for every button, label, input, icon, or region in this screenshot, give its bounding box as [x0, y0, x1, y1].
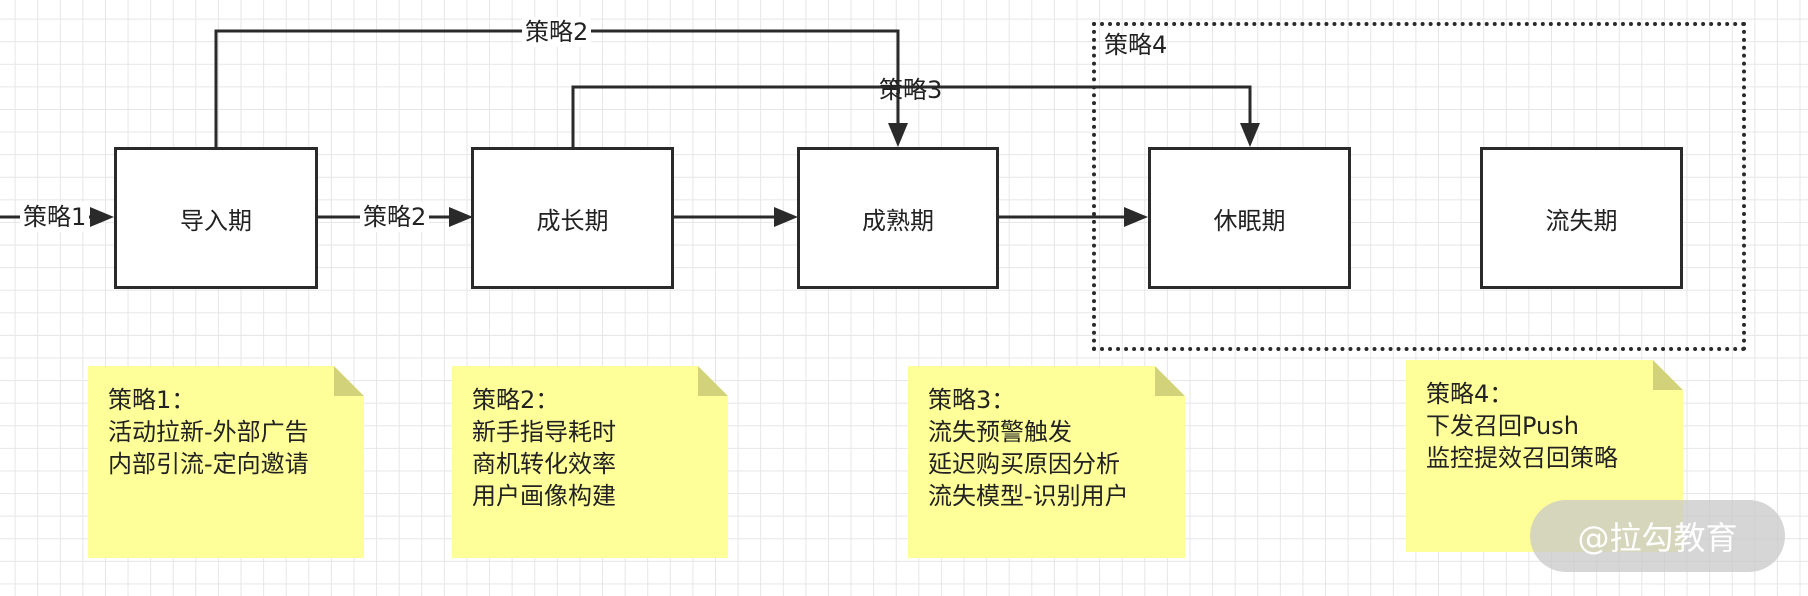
- arrowhead: [774, 207, 798, 227]
- edge-growth-to-dormant: [571, 85, 1252, 147]
- strategy4-group-label: 策略4: [1104, 31, 1168, 59]
- note-title: 策略2：: [472, 386, 560, 414]
- edge-label-growth-to-dormant: 策略3: [879, 76, 943, 104]
- watermark-text: @拉勾教育: [1577, 519, 1738, 557]
- note-line: 下发召回Push: [1426, 412, 1579, 440]
- note-line: 流失模型-识别用户: [928, 482, 1129, 510]
- stage-mature[interactable]: 成熟期: [797, 147, 999, 289]
- note-title: 策略3：: [928, 386, 1016, 414]
- note-line: 延迟购买原因分析: [928, 450, 1120, 478]
- stage-dormant[interactable]: 休眠期: [1148, 147, 1351, 289]
- stage-intro-label: 导入期: [180, 206, 252, 235]
- strategy4-group: [1092, 22, 1746, 351]
- note-strategy3: 策略3： 流失预警触发 延迟购买原因分析 流失模型-识别用户: [908, 366, 1185, 558]
- arrowhead: [888, 123, 908, 147]
- stage-churn-label: 流失期: [1545, 206, 1618, 235]
- arrowhead: [1124, 207, 1148, 227]
- note-line: 流失预警触发: [928, 418, 1072, 446]
- arrowhead: [449, 207, 473, 227]
- note-strategy2: 策略2： 新手指导耗时 商机转化效率 用户画像构建: [452, 366, 728, 558]
- note-title: 策略1：: [108, 386, 196, 414]
- watermark-badge: @拉勾教育: [1530, 500, 1785, 572]
- stage-growth[interactable]: 成长期: [471, 147, 674, 289]
- edge-label-intro-to-mature: 策略2: [522, 17, 592, 47]
- stage-intro[interactable]: 导入期: [114, 147, 318, 289]
- stage-growth-label: 成长期: [536, 206, 609, 235]
- arrowhead: [1240, 123, 1260, 147]
- edge-label-intro-to-growth: 策略2: [360, 202, 430, 232]
- note-line: 商机转化效率: [472, 450, 616, 478]
- stage-dormant-label: 休眠期: [1213, 206, 1286, 235]
- note-line: 新手指导耗时: [472, 418, 616, 446]
- note-title: 策略4：: [1426, 380, 1514, 408]
- note-line: 活动拉新-外部广告: [108, 418, 309, 446]
- arrowhead: [90, 207, 114, 227]
- note-strategy1: 策略1： 活动拉新-外部广告 内部引流-定向邀请: [88, 366, 364, 558]
- stage-mature-label: 成熟期: [862, 206, 934, 235]
- note-line: 用户画像构建: [472, 482, 616, 510]
- edge-intro-to-mature: [214, 29, 900, 147]
- edge-label-into-intro: 策略1: [20, 202, 90, 232]
- note-line: 内部引流-定向邀请: [108, 450, 309, 478]
- note-line: 监控提效召回策略: [1426, 444, 1618, 472]
- stage-churn[interactable]: 流失期: [1480, 147, 1683, 289]
